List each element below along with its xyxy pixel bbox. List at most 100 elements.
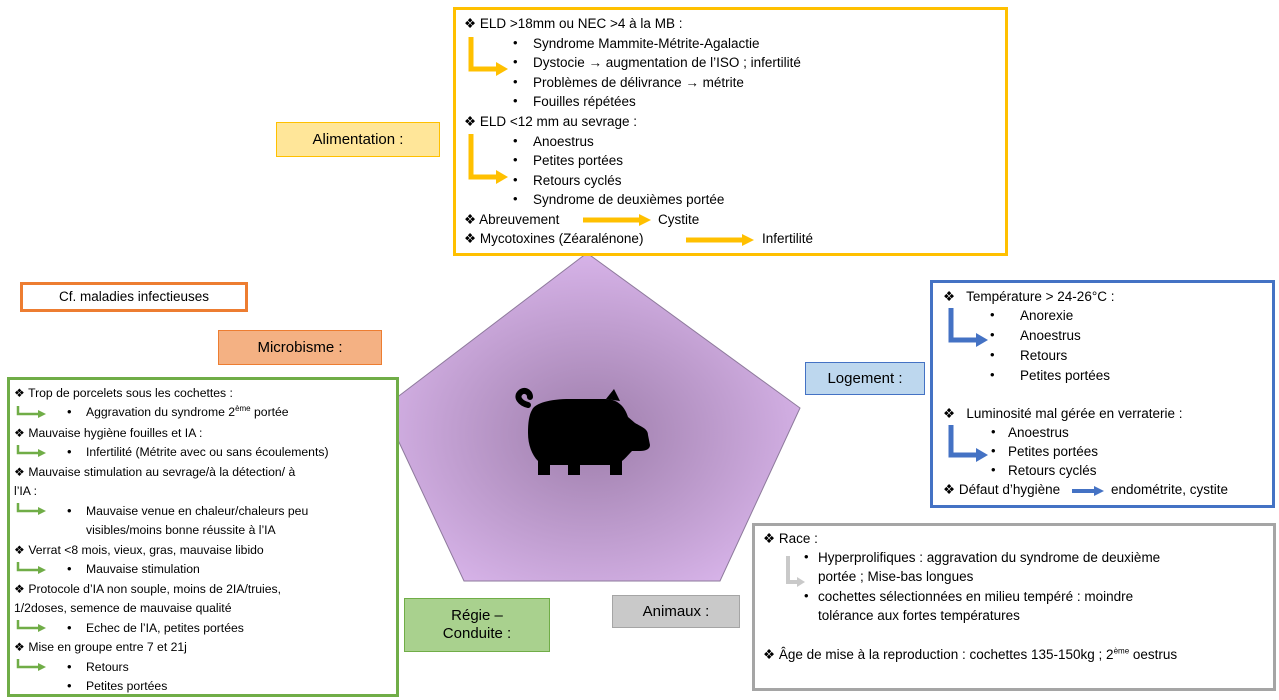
diamond-bullet-icon: ❖ xyxy=(464,114,480,129)
logement-a3: Retours xyxy=(1020,348,1068,363)
arrow-icon xyxy=(468,37,508,76)
regie-a6b: Petites portées xyxy=(86,679,168,693)
diamond-bullet-icon: ❖ xyxy=(14,582,29,596)
logement-a1: Anorexie xyxy=(1020,308,1074,323)
arrow-icon xyxy=(16,620,46,632)
bullet-icon: • xyxy=(513,74,518,89)
bullet-icon: • xyxy=(67,678,72,693)
alimentation-b1: Anoestrus xyxy=(533,134,594,149)
animaux-box: ❖ Race : • Hyperprolifiques : aggravatio… xyxy=(752,523,1276,691)
arrow-icon xyxy=(786,556,805,587)
regie-label-line2: Conduite : xyxy=(442,625,512,642)
diamond-bullet-icon: ❖ xyxy=(14,465,29,479)
diamond-bullet-icon: ❖ xyxy=(763,531,779,546)
alimentation-h3: Abreuvement xyxy=(479,212,560,227)
alimentation-h2: ELD <12 mm au sevrage : xyxy=(479,114,638,129)
arrow-icon xyxy=(16,659,46,671)
arrow-icon xyxy=(583,214,651,226)
logement-b3: Retours cyclés xyxy=(1008,463,1097,478)
diamond-bullet-icon: ❖ xyxy=(943,482,959,497)
logement-h2: Luminosité mal gérée en verraterie : xyxy=(966,406,1183,421)
diamond-bullet-icon: ❖ xyxy=(464,231,480,246)
bullet-icon: • xyxy=(513,35,518,50)
bullet-icon: • xyxy=(67,659,72,674)
bullet-icon: • xyxy=(513,54,518,69)
bullet-icon: • xyxy=(991,462,996,477)
arrow-icon xyxy=(948,425,988,462)
alimentation-b3: Retours cyclés xyxy=(533,173,622,188)
bullet-icon: • xyxy=(804,588,809,603)
diamond-bullet-icon: ❖ xyxy=(14,386,29,400)
bullet-icon: • xyxy=(990,327,995,342)
bullet-icon: • xyxy=(67,503,72,518)
regie-a1: Aggravation du syndrome 2 xyxy=(86,405,236,419)
bullet-icon: • xyxy=(513,172,518,187)
regie-a3-line2: visibles/moins bonne réussite à l’IA xyxy=(86,523,276,537)
regie-a3-line1: Mauvaise venue en chaleur/chaleurs peu xyxy=(86,504,309,518)
diamond-bullet-icon: ❖ xyxy=(464,212,480,227)
diamond-bullet-icon: ❖ xyxy=(943,406,967,421)
animaux-h2: Âge de mise à la reproduction : cochette… xyxy=(778,647,1114,662)
bullet-icon: • xyxy=(513,152,518,167)
animaux-a1-line1: Hyperprolifiques : aggravation du syndro… xyxy=(818,550,1161,565)
arrow-icon xyxy=(16,503,46,515)
alimentation-label: Alimentation : xyxy=(276,122,440,157)
regie-a6a: Retours xyxy=(86,660,129,674)
alimentation-b2: Petites portées xyxy=(533,153,624,168)
alimentation-h4-result: Infertilité xyxy=(762,231,814,246)
logement-h3-result: endométrite, cystite xyxy=(1111,482,1229,497)
alimentation-b4: Syndrome de deuxièmes portée xyxy=(533,192,725,207)
alimentation-h3-result: Cystite xyxy=(658,212,700,227)
animaux-h2-end: oestrus xyxy=(1129,647,1178,662)
logement-a2: Anoestrus xyxy=(1020,328,1081,343)
arrow-icon xyxy=(16,445,46,457)
cf-maladies-label: Cf. maladies infectieuses xyxy=(20,282,248,312)
animaux-a2-line1: cochettes sélectionnées en milieu tempér… xyxy=(818,589,1134,604)
diamond-bullet-icon: ❖ xyxy=(763,647,779,662)
bullet-icon: • xyxy=(513,191,518,206)
alimentation-h4: Mycotoxines (Zéaralénone) xyxy=(479,231,644,246)
regie-box: ❖ Trop de porcelets sous les cochettes :… xyxy=(7,377,399,697)
bullet-icon: • xyxy=(804,549,809,564)
alimentation-a4: Fouilles répétées xyxy=(533,94,636,109)
bullet-icon: • xyxy=(991,443,996,458)
bullet-icon: • xyxy=(67,561,72,576)
regie-a1-sup: ème xyxy=(235,403,251,413)
logement-box: ❖ Température > 24-26°C : • Anorexie • A… xyxy=(930,280,1275,508)
diamond-bullet-icon: ❖ xyxy=(464,16,480,31)
arrow-icon xyxy=(686,234,754,246)
diamond-bullet-icon: ❖ xyxy=(943,289,967,304)
animaux-label: Animaux : xyxy=(612,595,740,628)
logement-h1: Température > 24-26°C : xyxy=(966,289,1115,304)
logement-a4: Petites portées xyxy=(1020,368,1111,383)
microbisme-label: Microbisme : xyxy=(218,330,382,365)
arrow-icon xyxy=(948,308,988,347)
logement-label: Logement : xyxy=(805,362,925,395)
logement-b1: Anoestrus xyxy=(1008,425,1069,440)
regie-a1-end: portée xyxy=(250,405,289,419)
alimentation-a3: Problèmes de délivrance → métrite xyxy=(533,75,744,90)
regie-h1: Trop de porcelets sous les cochettes : xyxy=(28,386,233,400)
bullet-icon: • xyxy=(513,93,518,108)
regie-a2: Infertilité (Métrite avec ou sans écoule… xyxy=(86,445,329,459)
alimentation-a1: Syndrome Mammite-Métrite-Agalactie xyxy=(533,36,760,51)
bullet-icon: • xyxy=(67,620,72,635)
regie-h5-line1: Protocole d’IA non souple, moins de 2IA/… xyxy=(28,582,282,596)
arrow-icon xyxy=(1072,486,1104,496)
bullet-icon: • xyxy=(513,133,518,148)
arrow-icon xyxy=(16,406,46,418)
regie-label-line1: Régie – xyxy=(451,607,503,624)
alimentation-a2: Dystocie → augmentation de l’ISO ; infer… xyxy=(533,55,801,70)
bullet-icon: • xyxy=(991,424,996,439)
logement-h3: Défaut d’hygiène xyxy=(958,482,1061,497)
animaux-a1-line2: portée ; Mise-bas longues xyxy=(818,569,974,584)
alimentation-box: ❖ ELD >18mm ou NEC >4 à la MB : • Syndro… xyxy=(453,7,1008,256)
diamond-bullet-icon: ❖ xyxy=(14,640,29,654)
regie-h3-line2: l’IA : xyxy=(14,484,38,498)
arrow-icon xyxy=(468,134,508,184)
regie-h3-line1: Mauvaise stimulation au sevrage/à la dét… xyxy=(28,465,296,479)
bullet-icon: • xyxy=(67,444,72,459)
diamond-bullet-icon: ❖ xyxy=(14,543,29,557)
animaux-h1: Race : xyxy=(778,531,818,546)
pig-icon xyxy=(515,387,650,475)
